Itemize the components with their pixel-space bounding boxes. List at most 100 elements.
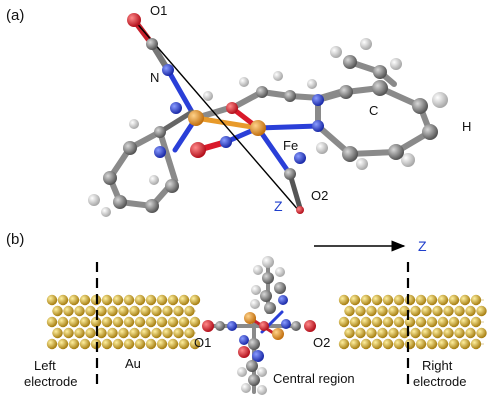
hydrogen-atom (360, 38, 372, 50)
o1-o2-axis-line (133, 19, 301, 213)
hydrogen-atom (203, 91, 213, 101)
gold-atom (68, 294, 80, 306)
gold-atom (52, 327, 63, 339)
gold-atom (465, 305, 476, 317)
gold-atom (410, 305, 421, 317)
molecule-a-labels: O1 N C H Fe O2 Z (150, 3, 471, 214)
carbon-atom (256, 86, 268, 98)
gold-atom (371, 294, 383, 306)
gold-atom (371, 316, 383, 328)
carbon-atom (339, 85, 353, 99)
gold-atom (167, 316, 179, 328)
nitrogen-atom (312, 120, 324, 132)
gold-atom (349, 338, 361, 350)
gold-atom (360, 294, 372, 306)
gold-atom (404, 294, 416, 306)
right-electrode-label-line1: Right (422, 358, 453, 373)
gold-atom (145, 316, 157, 328)
gold-atom (426, 294, 438, 306)
gold-atom (46, 294, 58, 306)
gold-atom (393, 294, 405, 306)
gold-atom (344, 305, 355, 317)
nitrogen-atom (162, 64, 174, 76)
gold-atom (377, 327, 388, 339)
gold-atom (454, 305, 465, 317)
gold-atom (410, 327, 421, 339)
gold-atom (382, 316, 394, 328)
junction-labels: Au O1 O2 Left electrode Central region R… (24, 335, 466, 389)
axis-label-z-b: Z (418, 238, 427, 254)
left-electrode-label-line1: Left (34, 358, 56, 373)
nitrogen-atom (220, 136, 232, 148)
gold-atom (426, 316, 438, 328)
hydrogen-atom (88, 194, 100, 206)
gold-atom (63, 305, 74, 317)
gold-atom (459, 316, 471, 328)
gold-atom (360, 316, 372, 328)
gold-atom (101, 316, 113, 328)
gold-atom (129, 327, 140, 339)
gold-atom (167, 294, 179, 306)
gold-atom (388, 327, 399, 339)
gold-atom (338, 338, 350, 350)
gold-atom (96, 327, 107, 339)
gold-atom (437, 338, 449, 350)
gold-atom (184, 327, 195, 339)
gold-atom (101, 338, 113, 350)
gold-atom (476, 305, 487, 317)
gold-atom (349, 294, 361, 306)
carbon-atom (373, 65, 387, 79)
gold-atom (162, 305, 173, 317)
gold-atom (134, 316, 146, 328)
gold-atom (338, 294, 350, 306)
nitrogen-atom (312, 94, 324, 106)
gold-atom (189, 294, 201, 306)
gold-atom (338, 316, 350, 328)
gold-atom (74, 327, 85, 339)
hydrogen-atom (356, 158, 368, 170)
gold-atom (46, 338, 58, 350)
atom-label-fe: Fe (283, 138, 298, 153)
hydrogen-atom (129, 119, 139, 129)
gold-atom (360, 338, 372, 350)
hydrogen-atom (239, 77, 249, 87)
molecule-a-atoms (88, 13, 448, 217)
gold-atom (184, 305, 195, 317)
gold-atom (123, 316, 135, 328)
gold-atom (470, 294, 482, 306)
carbon-atom (113, 195, 127, 209)
gold-atom (404, 316, 416, 328)
gold-atom (366, 305, 377, 317)
axis-label-z-a: Z (274, 198, 283, 214)
gold-atom (432, 305, 443, 317)
gold-atom (162, 327, 173, 339)
oxygen-atom (190, 142, 206, 158)
gold-atom (118, 305, 129, 317)
gold-atom (415, 294, 427, 306)
carbon-atom (103, 171, 117, 185)
gold-atom (156, 294, 168, 306)
hydrogen-atom (432, 92, 448, 108)
gold-atom (123, 294, 135, 306)
gold-atom (421, 305, 432, 317)
carbon-atom (145, 199, 159, 213)
carbon-atom (412, 98, 428, 114)
hydrogen-atom (330, 46, 342, 58)
gold-atom (90, 316, 102, 328)
nitrogen-atom (170, 102, 182, 114)
gold-atom (437, 294, 449, 306)
gold-atom (173, 305, 184, 317)
gold-atom (79, 338, 91, 350)
carbon-atom (342, 146, 358, 162)
gold-atom (178, 294, 190, 306)
gold-atom (437, 316, 449, 328)
gold-atom (79, 294, 91, 306)
gold-atom (459, 338, 471, 350)
gold-atom (129, 305, 140, 317)
gold-atom (382, 338, 394, 350)
right-gold-electrode (338, 294, 487, 350)
gold-atom (85, 305, 96, 317)
atom-label-o2: O2 (311, 188, 328, 203)
